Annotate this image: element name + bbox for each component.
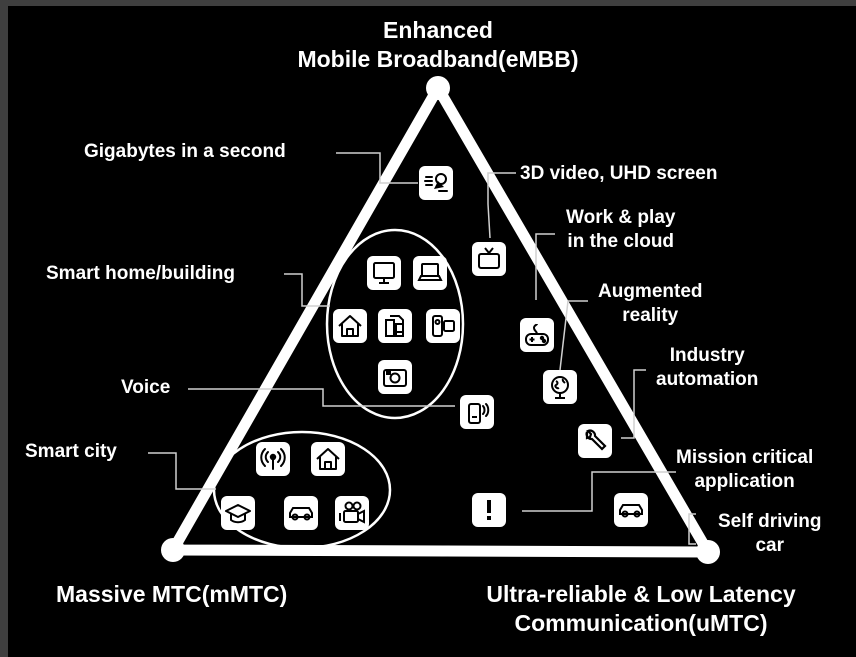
phone-device-icon xyxy=(426,309,460,343)
triangle xyxy=(167,82,714,558)
label-augmented-line1: Augmented xyxy=(598,281,703,302)
laptop-icon xyxy=(413,256,447,290)
vertex-label-embb-line1: Enhanced xyxy=(383,17,493,43)
satellite-dish-icon xyxy=(419,166,453,200)
wrench-icon xyxy=(578,424,612,458)
antenna-icon xyxy=(256,442,290,476)
label-work-play: Work & play in the cloud xyxy=(566,206,675,254)
label-self-driving-line2: car xyxy=(755,534,784,556)
connector-smart-home xyxy=(284,273,330,307)
video-camera-icon xyxy=(335,496,369,530)
house-icon xyxy=(333,309,367,343)
connector-work-play xyxy=(535,233,555,300)
monitor-icon xyxy=(367,256,401,290)
label-augmented: Augmented reality xyxy=(598,280,703,328)
globe-icon xyxy=(543,370,577,404)
connector-augmented xyxy=(559,300,588,371)
connector-gigabytes xyxy=(336,152,418,184)
camera-icon xyxy=(378,360,412,394)
label-industry-line1: Industry xyxy=(669,345,745,366)
smart-city-ellipse xyxy=(212,430,392,550)
label-smart-city: Smart city xyxy=(25,441,117,462)
graduation-cap-icon xyxy=(221,496,255,530)
vertex-label-mmtc: Massive MTC(mMTC) xyxy=(56,581,288,607)
label-augmented-line2: reality xyxy=(622,304,679,326)
vertex-dot-top xyxy=(426,76,450,100)
vertex-label-umtc-line2: Communication(uMTC) xyxy=(514,609,768,636)
diagram-shapes xyxy=(148,76,720,564)
label-work-play-line2: in the cloud xyxy=(567,230,675,252)
label-3d-video: 3D video, UHD screen xyxy=(520,163,718,184)
gamepad-icon xyxy=(520,318,554,352)
house-icon xyxy=(311,442,345,476)
label-self-driving-line1: Self driving xyxy=(718,511,822,532)
connector-3d-video xyxy=(487,172,516,239)
label-mission: Mission critical application xyxy=(676,446,813,494)
exclamation-icon xyxy=(472,493,506,527)
vertex-dot-right xyxy=(696,540,720,564)
car-icon xyxy=(284,496,318,530)
vertex-dot-left xyxy=(161,538,185,562)
label-mission-line2: application xyxy=(694,470,795,492)
label-gigabytes: Gigabytes in a second xyxy=(84,141,286,162)
connector-smart-city xyxy=(148,452,216,490)
label-smart-home: Smart home/building xyxy=(46,263,235,284)
diagram-canvas: Enhanced Mobile Broadband(eMBB) Massive … xyxy=(8,6,856,657)
tv-icon xyxy=(472,242,506,276)
smart-home-ellipse xyxy=(325,228,465,420)
label-mission-line1: Mission critical xyxy=(676,447,814,468)
connector-mission xyxy=(522,471,676,512)
label-voice: Voice xyxy=(121,377,171,398)
label-industry: Industry automation xyxy=(656,344,758,392)
car-icon xyxy=(614,493,648,527)
vertex-label-umtc: Ultra-reliable & Low Latency Communicati… xyxy=(456,580,826,638)
connector-voice xyxy=(188,388,455,407)
connector-self-driving xyxy=(688,513,696,545)
connector-industry xyxy=(621,369,646,439)
label-self-driving: Self driving car xyxy=(718,510,821,558)
mobile-phone-icon xyxy=(460,395,494,429)
vertex-label-umtc-line1: Ultra-reliable & Low Latency xyxy=(486,581,796,607)
documents-icon xyxy=(378,309,412,343)
vertex-label-embb-line2: Mobile Broadband(eMBB) xyxy=(297,45,579,72)
label-industry-line2: automation xyxy=(656,368,759,390)
label-work-play-line1: Work & play xyxy=(566,207,676,228)
